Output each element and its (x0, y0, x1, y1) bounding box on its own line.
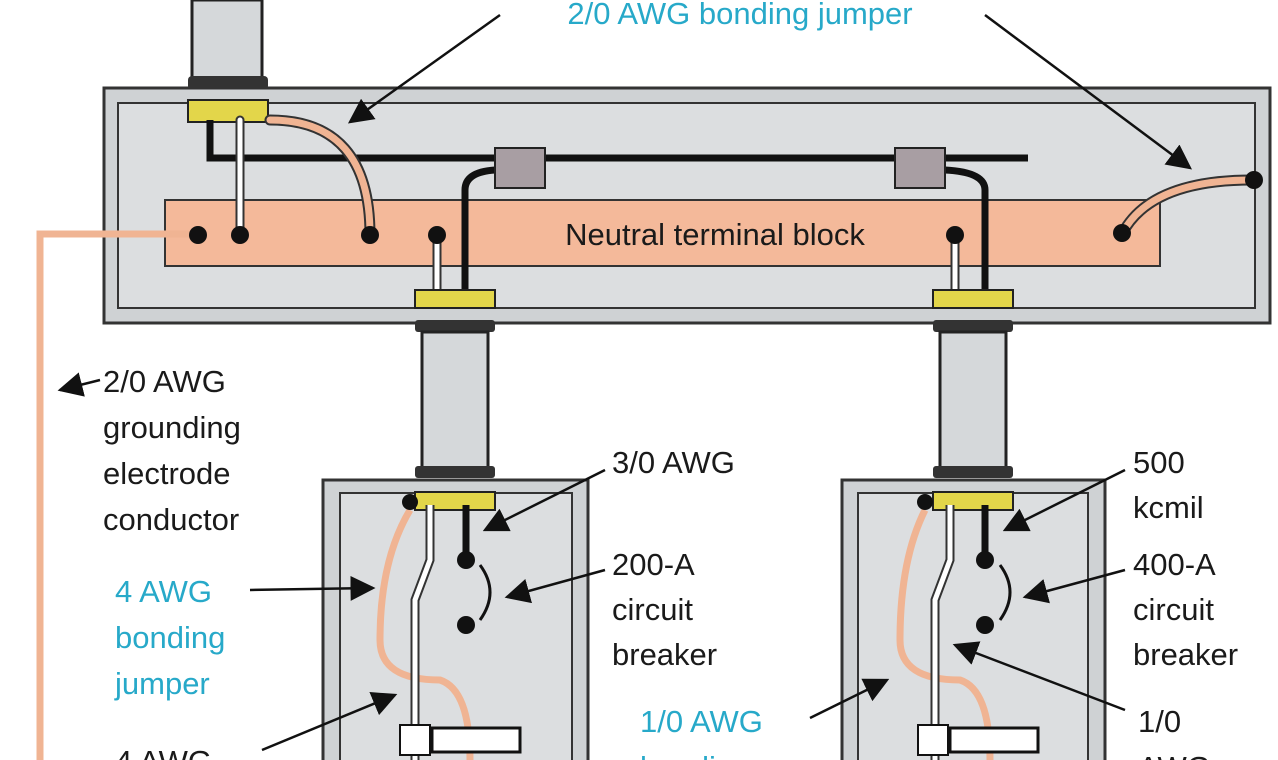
svg-text:grounding: grounding (103, 410, 241, 445)
awg4-bottom-label: 4 AWG (115, 744, 212, 760)
terminals (189, 171, 1263, 244)
bonding-conductors (36, 114, 1258, 760)
svg-text:500: 500 (1133, 445, 1185, 480)
kcmil-label: 500 kcmil (1133, 445, 1204, 525)
svg-text:jumper: jumper (114, 666, 210, 701)
jumper4-label: 4 AWG bonding jumper (114, 574, 225, 701)
svg-text:2/0 AWG: 2/0 AWG (103, 364, 226, 399)
svg-text:1/0: 1/0 (1138, 704, 1181, 739)
neutral-block-label: Neutral terminal block (565, 217, 865, 252)
breaker200-label: 200-A circuit breaker (612, 547, 717, 672)
svg-text:breaker: breaker (612, 637, 717, 672)
svg-text:4 AWG: 4 AWG (115, 574, 212, 609)
neutral-wires (206, 120, 1028, 300)
awg30-label: 3/0 AWG (612, 445, 735, 480)
top-jumper-label: 2/0 AWG bonding jumper (567, 0, 912, 31)
leader-arrows (57, 13, 1193, 752)
top-fitting (187, 99, 269, 123)
svg-text:circuit: circuit (1133, 592, 1214, 627)
svg-text:AWG: AWG (1138, 750, 1211, 760)
svg-text:circuit: circuit (612, 592, 693, 627)
gec-label: 2/0 AWG grounding electrode conductor (103, 364, 241, 537)
connector (894, 147, 946, 189)
svg-text:conductor: conductor (103, 502, 239, 537)
breaker400-label: 400-A circuit breaker (1133, 547, 1238, 672)
panel-400a (840, 478, 1107, 760)
conduit-400a (932, 289, 1014, 478)
panel-200a (321, 478, 590, 760)
connector (494, 147, 546, 189)
service-conduit (188, 0, 268, 90)
svg-text:electrode: electrode (103, 456, 231, 491)
awg10-right-label: 1/0 AWG (1138, 704, 1211, 760)
svg-text:1/0 AWG: 1/0 AWG (640, 704, 763, 739)
svg-text:bonding: bonding (640, 750, 750, 760)
svg-text:bonding: bonding (115, 620, 225, 655)
svg-text:kcmil: kcmil (1133, 490, 1204, 525)
svg-text:400-A: 400-A (1133, 547, 1216, 582)
jumper10-label: 1/0 AWG bonding (640, 704, 763, 760)
conduit-200a (414, 289, 496, 478)
svg-text:200-A: 200-A (612, 547, 695, 582)
svg-text:breaker: breaker (1133, 637, 1238, 672)
